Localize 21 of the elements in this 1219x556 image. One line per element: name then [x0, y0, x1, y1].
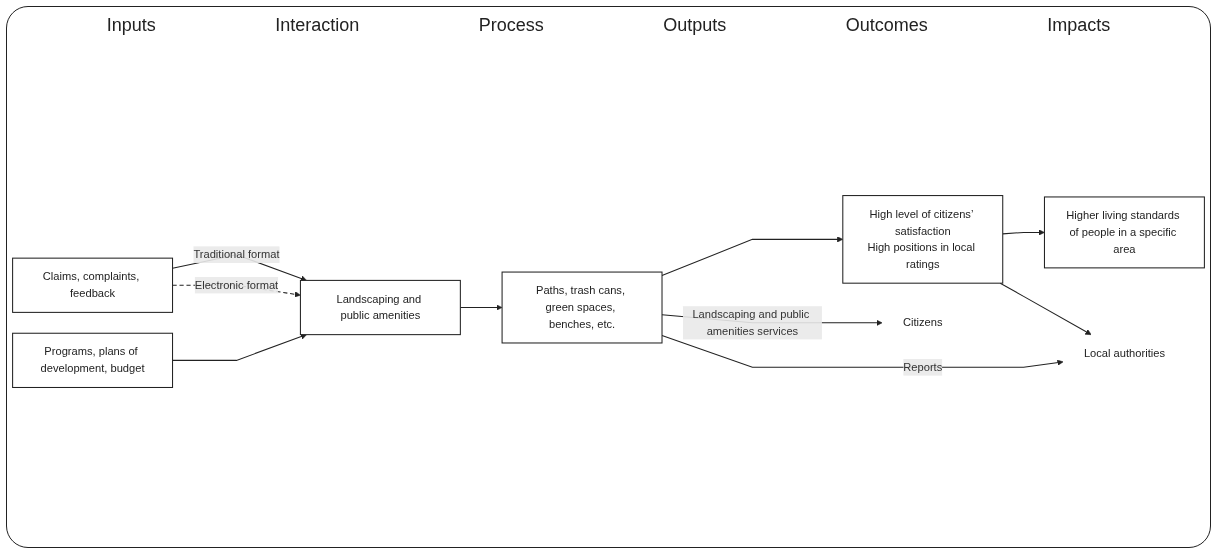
node-box: Higher living standards of people in a specific area — [1043, 196, 1205, 269]
node-box: Landscaping and public amenities — [299, 279, 461, 336]
column-heading: Outcomes — [845, 15, 928, 36]
node-box: Paths, trash cans, green spaces, benches, etc. — [501, 271, 663, 344]
column-heading: Inputs — [106, 15, 156, 36]
arrow — [172, 333, 307, 361]
node-text: Local authorities — [1083, 347, 1165, 359]
column-heading: Outputs — [663, 15, 727, 36]
column-heading: Process — [478, 15, 544, 36]
arrow — [1002, 229, 1045, 236]
node-text: Citizens — [902, 316, 943, 329]
column-heading: Impacts — [1047, 15, 1111, 36]
edge-label: Reports — [903, 361, 943, 373]
node-box: Claims, complaints, feedback — [12, 257, 174, 313]
node-box: High level of citizens’ satisfaction High positions in local ratings — [842, 195, 1004, 284]
node-box: Programs, plans of development, budget — [12, 332, 174, 388]
column-heading: Interaction — [275, 15, 360, 36]
edge-label: Landscaping and public amenities services — [692, 308, 810, 337]
arrow — [999, 282, 1092, 335]
edge-label: Electronic format — [194, 278, 279, 291]
edge-label: Traditional format — [193, 248, 280, 261]
